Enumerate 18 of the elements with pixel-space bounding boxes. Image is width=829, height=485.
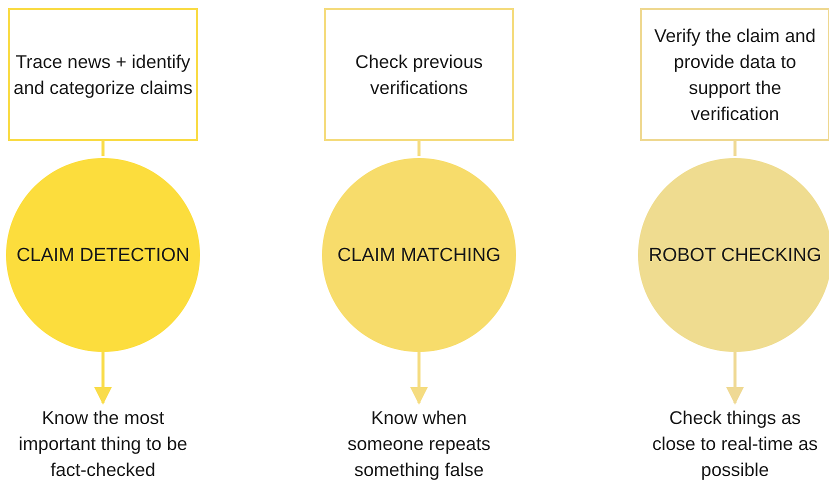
text-box xyxy=(324,8,514,141)
text-box xyxy=(8,8,198,141)
connector-line xyxy=(734,141,736,156)
task-text: Trace news + identify and categorize claims xyxy=(12,50,194,100)
connector-line xyxy=(102,141,104,156)
stage-title: CLAIM DETECTION xyxy=(16,244,190,268)
stage-title: CLAIM MATCHING xyxy=(337,244,501,268)
arrow xyxy=(726,352,744,405)
text-box xyxy=(640,8,829,141)
connector-line xyxy=(418,141,420,156)
task-text: Check previous verifications xyxy=(354,50,484,100)
arrow xyxy=(94,352,112,405)
outcome-text: Know when someone repeats something false xyxy=(346,406,492,482)
outcome-text: Know the most important thing to be fact-checked xyxy=(18,406,188,482)
outcome-text: Check things as close to real-time as possible xyxy=(651,406,819,482)
stage-title: ROBOT CHECKING xyxy=(648,244,822,268)
arrow xyxy=(410,352,428,405)
task-text: Verify the claim and provide data to support the verification xyxy=(653,24,817,126)
